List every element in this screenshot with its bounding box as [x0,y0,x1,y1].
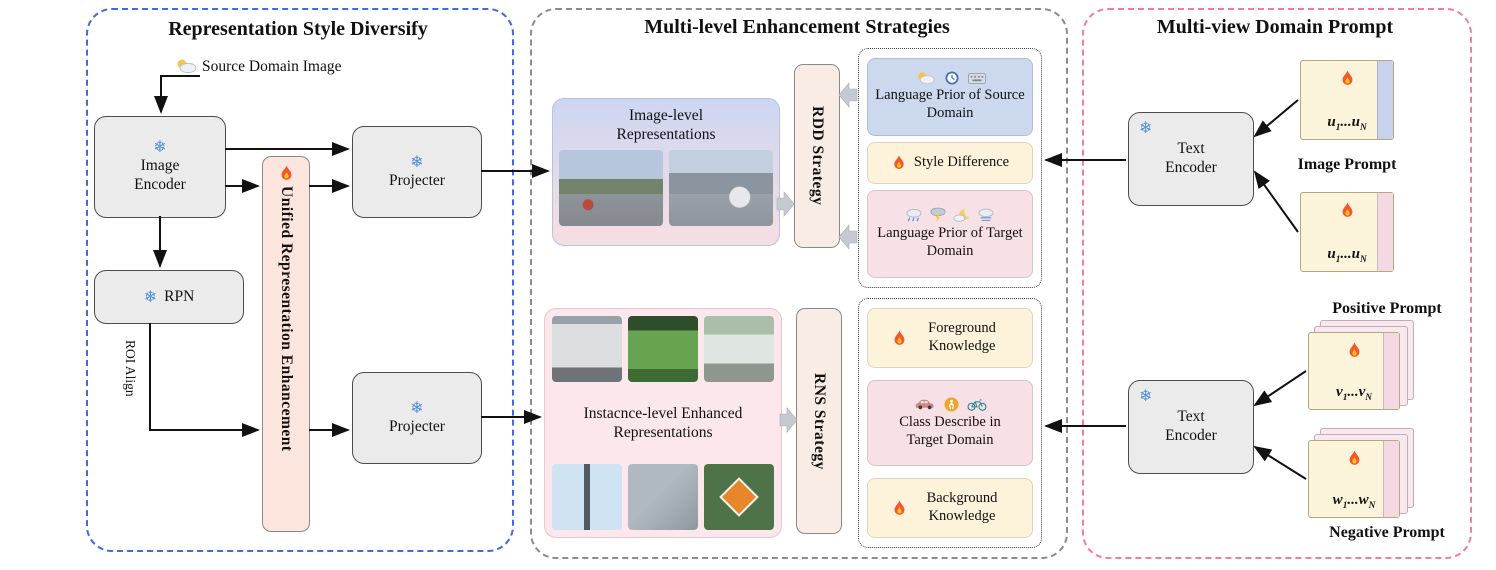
snowflake-icon: ❄ [1139,386,1153,405]
image-level-label: Image-level Representations [616,107,716,144]
roi-align-label: ROI Align [123,340,138,397]
language-prior-target-label: Language Prior of Target Domain [877,225,1023,259]
text-encoder-top-node: ❄ Text Encoder [1128,112,1254,206]
language-prior-target-item: Language Prior of Target Domain [867,190,1033,278]
flame-icon [891,330,908,347]
rpn-node: ❄ RPN [94,270,244,324]
class-describe-label: Class Describe in Target Domain [899,413,1001,448]
rdd-strategy-label: RDD Strategy [809,106,826,206]
sun-cloud-icon [915,71,936,85]
flame-icon [891,155,907,171]
negative-prompt-card: w1...wN [1308,440,1400,518]
rns-strategy-node: RNS Strategy [796,308,842,534]
prompt-card-label-v: v1...vN [1336,384,1372,403]
street-image-2 [669,149,773,226]
class-describe-item: Class Describe in Target Domain [867,380,1033,466]
flame-icon [1346,342,1363,359]
orange-sign-icon [719,477,759,517]
text-encoder-bottom-node: ❄ Text Encoder [1128,380,1254,474]
snowflake-icon: ❄ [1139,118,1153,137]
text-encoder-bottom-label: Text Encoder [1165,408,1217,444]
card-edge-strip [1377,193,1393,271]
positive-prompt-card: v1...vN [1308,332,1400,410]
instance-crop-green-car [628,316,698,382]
background-knowledge-label: Background Knowledge [926,490,998,524]
ure-node: Unified Representation Enhancement [262,156,310,532]
rdd-knowledge-box: Language Prior of Source Domain Style Di… [858,48,1042,288]
language-prior-source-label: Language Prior of Source Domain [875,87,1025,121]
right-panel-title: Multi-view Domain Prompt [1156,16,1394,38]
keyboard-icon [967,72,986,84]
foreground-knowledge-label: Foreground Knowledge [928,320,996,354]
instance-crop-pole [552,464,622,530]
image-encoder-node: ❄ Image Encoder [94,116,226,218]
flame-icon [1339,70,1356,87]
rpn-label: RPN [164,287,195,305]
snowflake-icon: ❄ [153,137,167,157]
flame-icon [891,500,908,517]
clock-icon [945,71,959,85]
pedestrian-icon [943,397,959,412]
style-difference-label: Style Difference [913,154,1010,171]
projecter-top-label: Projecter [389,171,445,189]
sun-cloud-icon [174,58,198,74]
foreground-knowledge-item: Foreground Knowledge [867,308,1033,368]
rns-strategy-label: RNS Strategy [811,372,828,470]
negative-prompt-label: Negative Prompt [1329,524,1445,541]
rain-cloud-icon [905,208,923,223]
bicycle-icon [967,398,987,411]
street-image-1 [559,149,663,226]
image-encoder-label: Image Encoder [134,157,186,193]
card-edge-strip [1377,61,1393,139]
prompt-card-label-u: u1...uN [1327,114,1367,133]
background-knowledge-item: Background Knowledge [867,478,1033,538]
instance-crop-sign [704,464,774,530]
snowflake-icon: ❄ [410,397,424,417]
projecter-bottom-label: Projecter [389,417,445,435]
ure-label: Unified Representation Enhancement [278,186,295,452]
instance-crop-van [552,316,622,382]
instance-crop-white-car [704,316,774,382]
left-panel-title: Representation Style Diversify [168,18,428,40]
rns-knowledge-box: Foreground Knowledge Class Describe in T… [858,298,1042,548]
car-icon [914,398,936,410]
image-level-box: Image-level Representations [552,98,780,246]
positive-prompt-label: Positive Prompt [1332,300,1442,317]
flame-icon [1346,450,1363,467]
flame-icon [278,165,295,182]
instance-crop-road [628,464,698,530]
instance-label: Instacnce-level Enhanced Representations [583,404,743,441]
prompt-card-label-u2: u1...uN [1327,246,1367,265]
moon-cloud-icon [953,208,971,223]
prompt-card-label-w: w1...wN [1332,492,1376,511]
flame-icon [1339,202,1356,219]
text-encoder-top-label: Text Encoder [1165,140,1217,176]
storm-cloud-icon [929,207,947,223]
projecter-top-node: ❄ Projecter [352,126,482,218]
language-prior-source-item: Language Prior of Source Domain [867,58,1033,136]
source-domain-label: Source Domain Image [202,58,342,75]
card-edge-strip [1383,441,1399,517]
projecter-bottom-node: ❄ Projecter [352,372,482,464]
snow-cloud-icon [977,208,995,223]
middle-panel-title: Multi-level Enhancement Strategies [644,16,950,38]
image-prompt-card-1: u1...uN [1300,60,1394,140]
instance-box: Instacnce-level Enhanced Representations [544,308,782,538]
snowflake-icon: ❄ [410,151,424,171]
negative-prompt-stack: w1...wN [1308,428,1414,518]
image-prompt-card-2: u1...uN [1300,192,1394,272]
snowflake-icon: ❄ [143,287,158,306]
card-edge-strip [1383,333,1399,409]
positive-prompt-stack: v1...vN [1308,320,1414,410]
style-difference-item: Style Difference [867,142,1033,184]
image-prompt-label: Image Prompt [1297,156,1397,173]
rdd-strategy-node: RDD Strategy [794,64,840,248]
